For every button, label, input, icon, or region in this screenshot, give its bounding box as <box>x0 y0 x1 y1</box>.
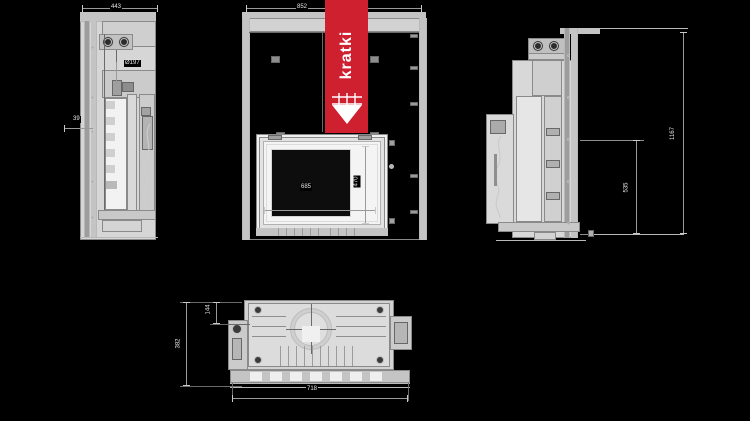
dimension-382: 382 <box>175 337 183 350</box>
view-right-section: 535 1167 <box>478 4 698 244</box>
dimension-535: 535 <box>623 181 631 194</box>
dimension-443: 443 <box>110 4 123 11</box>
view-front-elevation: 852 685 470 <box>238 4 438 244</box>
dimension-39: 39 <box>72 116 81 123</box>
dimension-685: 685 <box>300 184 313 191</box>
view-bottom-plan: 382 144 718 <box>172 286 442 406</box>
dimension-470: 470 <box>353 175 361 188</box>
cable-path-icon-right <box>494 136 502 218</box>
view-left-section: 443 Ø197 39 <box>62 4 172 244</box>
dimension-197-diameter: Ø197 <box>124 60 141 67</box>
download-arrow-icon <box>331 91 363 125</box>
dimension-144: 144 <box>205 303 213 316</box>
dimension-718: 718 <box>306 386 319 393</box>
dimension-852: 852 <box>296 4 309 11</box>
kratki-wordmark: kratki <box>337 30 355 80</box>
cable-path-icon <box>143 124 151 214</box>
kratki-brand-banner: kratki <box>325 0 368 133</box>
dimension-1167: 1167 <box>669 126 677 141</box>
